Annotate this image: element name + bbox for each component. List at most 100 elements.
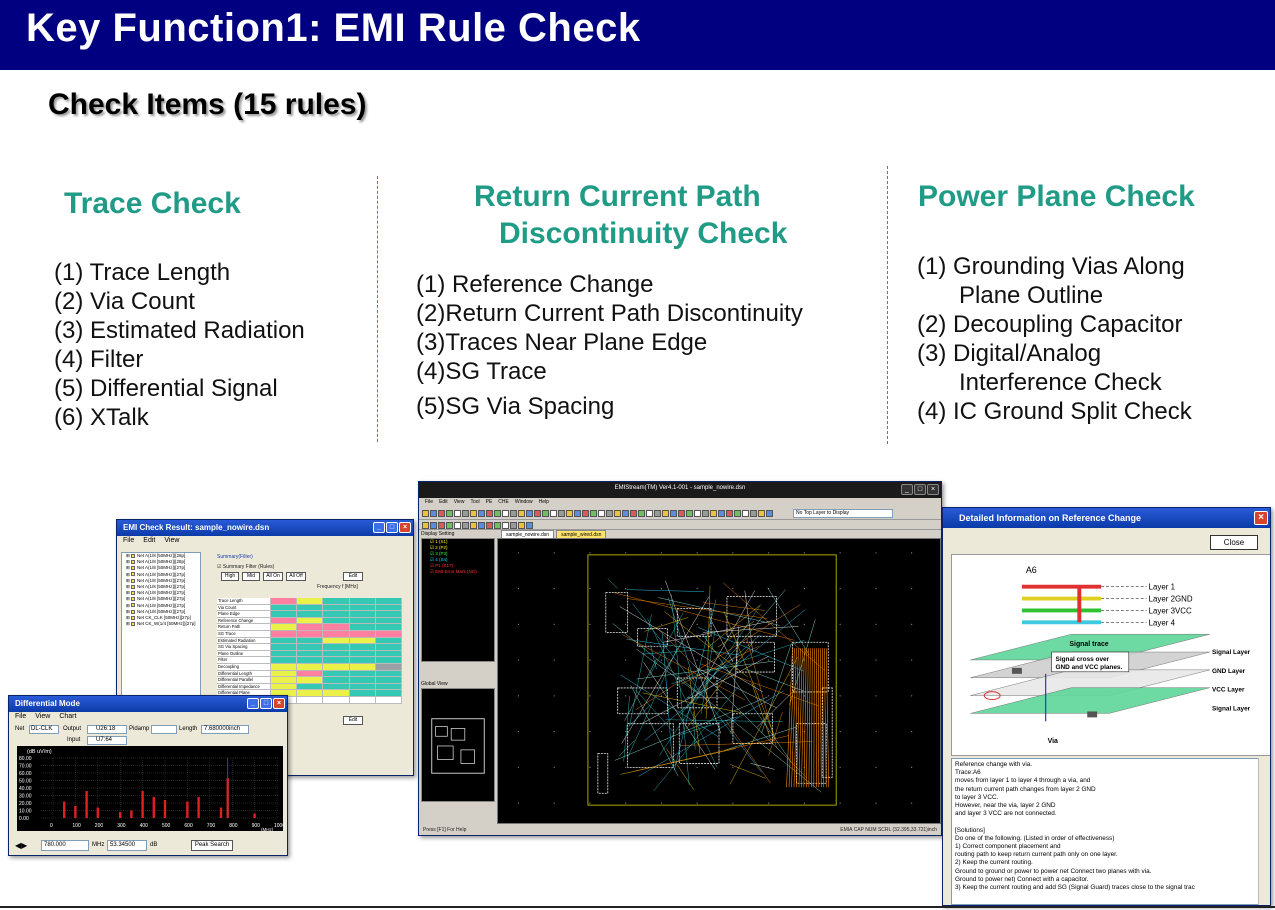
emi-check-result-window[interactable]: EMI Check Result: sample_nowire.dsn _ □ … xyxy=(116,519,414,776)
toolbar-button[interactable] xyxy=(766,510,773,517)
toolbar-button[interactable] xyxy=(478,522,485,529)
table-row[interactable]: Plane Outline xyxy=(217,650,403,658)
tree-item[interactable]: ⊞ Net A(1/8 [50MHz])[27p] xyxy=(126,602,186,608)
table-row[interactable]: Differential Impedance xyxy=(217,683,403,691)
menu-item[interactable]: File xyxy=(425,499,434,505)
close-icon[interactable]: × xyxy=(927,484,939,495)
toolbar-button[interactable] xyxy=(502,510,509,517)
emistream-cad-window[interactable]: EMIStream(TM) Ver4.1-001 - sample_nowire… xyxy=(418,481,942,836)
tree-item[interactable]: ⊞ Net CK_W(1/4 [50MHz])[27p] xyxy=(126,621,196,627)
toolbar-button[interactable] xyxy=(510,522,517,529)
layer-item[interactable]: ☑ 3 (P3) xyxy=(430,551,448,556)
layer-item[interactable]: ☑ 2 (P2) xyxy=(430,545,448,550)
toolbar-button[interactable] xyxy=(542,510,549,517)
table-row[interactable]: Decoupling xyxy=(217,663,403,671)
frequency-field[interactable]: 780.000 xyxy=(41,840,89,851)
toolbar-button[interactable] xyxy=(438,510,445,517)
table-row[interactable]: Estimated Radiation xyxy=(217,637,403,645)
toolbar-button[interactable] xyxy=(694,510,701,517)
table-row[interactable]: Differential Parallel xyxy=(217,677,403,684)
menu-view[interactable]: View xyxy=(164,537,180,544)
maximize-icon[interactable]: □ xyxy=(386,522,398,533)
toolbar-button[interactable] xyxy=(750,510,757,517)
layer-item[interactable]: ☑ EMI Error Mark (NG) xyxy=(430,569,477,574)
toolbar-button[interactable] xyxy=(758,510,765,517)
tree-item[interactable]: ⊞ Net A(1/8 [50MHz])[27p] xyxy=(126,571,186,577)
table-row[interactable]: SG Trace xyxy=(217,630,403,638)
toolbar-button[interactable] xyxy=(686,510,693,517)
toolbar-button[interactable] xyxy=(590,510,597,517)
menu-edit[interactable]: Edit xyxy=(143,537,156,544)
toolbar-button[interactable] xyxy=(710,510,717,517)
menu-view[interactable]: View xyxy=(35,713,51,720)
table-row[interactable]: Via Count xyxy=(217,604,403,612)
toolbar-button[interactable] xyxy=(486,522,493,529)
toolbar-button[interactable] xyxy=(422,522,429,529)
toolbar-button[interactable] xyxy=(566,510,573,517)
tree-item[interactable]: ⊞ Net A(1/8 [50MHz])[28p] xyxy=(126,553,186,558)
menu-item[interactable]: Help xyxy=(538,499,549,505)
toolbar-button[interactable] xyxy=(494,522,501,529)
toolbar-button[interactable] xyxy=(558,510,565,517)
maximize-icon[interactable]: □ xyxy=(260,698,272,709)
menu-item[interactable]: Window xyxy=(514,499,533,505)
toolbar-button[interactable] xyxy=(582,510,589,517)
maximize-icon[interactable]: □ xyxy=(914,484,926,495)
net-field[interactable]: DL-CLK xyxy=(29,725,59,734)
toolbar-button[interactable] xyxy=(622,510,629,517)
filter-checkbox[interactable]: ☑ Summary Filter (Rules) xyxy=(217,564,275,570)
table-row[interactable]: Reference Change xyxy=(217,617,403,625)
toolbar-button[interactable] xyxy=(438,522,445,529)
edit-button-2[interactable]: Edit xyxy=(343,716,363,725)
mid-button[interactable]: Mid xyxy=(242,572,260,581)
toolbar-button[interactable] xyxy=(662,510,669,517)
input-field[interactable]: U7:64 xyxy=(87,736,127,745)
table-row[interactable]: SG Via Spacing xyxy=(217,644,403,651)
close-icon[interactable]: × xyxy=(399,522,411,533)
table-row[interactable]: Filter xyxy=(217,657,403,664)
pidamp-field[interactable] xyxy=(151,725,177,734)
pcb-canvas[interactable] xyxy=(497,538,941,824)
menu-item[interactable]: View xyxy=(453,499,465,505)
layer-item[interactable]: ☑ 4 (S4) xyxy=(430,557,448,562)
toolbar-button[interactable] xyxy=(422,510,429,517)
tree-item[interactable]: ⊞ Net A(1/8 [50MHz])[27p] xyxy=(126,608,186,614)
toolbar-button[interactable] xyxy=(462,510,469,517)
tree-item[interactable]: ⊞ Net A(1/8 [50MHz])[27p] xyxy=(126,565,186,571)
toolbar-button[interactable] xyxy=(462,522,469,529)
menu-file[interactable]: File xyxy=(123,537,135,544)
toolbar-button[interactable] xyxy=(670,510,677,517)
all-off-button[interactable]: All Off xyxy=(286,572,306,581)
menu-chart[interactable]: Chart xyxy=(59,713,77,720)
toolbar-button[interactable] xyxy=(446,510,453,517)
toolbar-button[interactable] xyxy=(518,510,525,517)
tree-item[interactable]: ⊞ Net A(1/8 [50MHz])[27p] xyxy=(126,577,186,583)
toolbar-button[interactable] xyxy=(454,510,461,517)
layer-select[interactable]: No Top Layer to Display xyxy=(793,509,893,518)
edit-button[interactable]: Edit xyxy=(343,572,363,581)
output-field[interactable]: U26:18 xyxy=(87,725,127,734)
global-view-panel[interactable] xyxy=(421,688,495,802)
toolbar-button[interactable] xyxy=(526,510,533,517)
toolbar-button[interactable] xyxy=(534,510,541,517)
table-row[interactable]: Differential Length xyxy=(217,670,403,678)
reference-change-window[interactable]: Detailed Information on Reference Change… xyxy=(942,507,1271,906)
nav-arrows[interactable]: ◀▶ xyxy=(15,841,28,850)
toolbar-button[interactable] xyxy=(494,510,501,517)
close-icon[interactable]: × xyxy=(1254,511,1268,525)
toolbar-button[interactable] xyxy=(518,522,525,529)
all-on-button[interactable]: All On xyxy=(263,572,283,581)
toolbar-button[interactable] xyxy=(702,510,709,517)
toolbar-button[interactable] xyxy=(726,510,733,517)
length-field[interactable]: 7.680000inch xyxy=(201,725,249,734)
differential-mode-window[interactable]: Differential Mode _ □ × File View Chart … xyxy=(8,695,288,856)
toolbar-button[interactable] xyxy=(606,510,613,517)
toolbar-button[interactable] xyxy=(654,510,661,517)
menu-item[interactable]: Edit xyxy=(439,499,448,505)
toolbar-button[interactable] xyxy=(478,510,485,517)
toolbar-button[interactable] xyxy=(638,510,645,517)
layer-item[interactable]: ☑ P1 (S1?) xyxy=(430,563,454,568)
minimize-icon[interactable]: _ xyxy=(373,522,385,533)
toolbar-button[interactable] xyxy=(502,522,509,529)
table-row[interactable]: Differential Plane xyxy=(217,690,403,697)
